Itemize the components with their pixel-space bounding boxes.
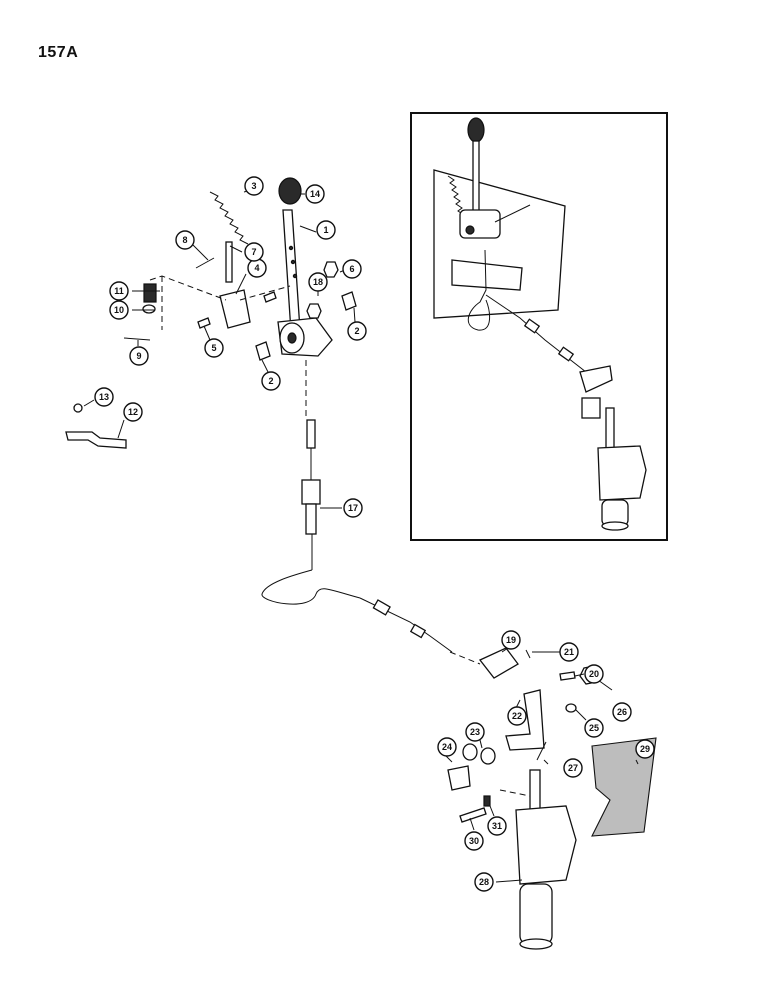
svg-text:19: 19 [506,635,516,645]
callout-23: 23 [465,722,485,742]
exploded-lever-assembly [65,177,357,449]
callout-24: 24 [437,737,457,757]
svg-text:8: 8 [182,235,187,245]
svg-text:12: 12 [128,407,138,417]
svg-text:29: 29 [640,744,650,754]
svg-text:20: 20 [589,669,599,679]
svg-text:9: 9 [136,351,141,361]
callout-28: 28 [474,872,494,892]
svg-text:28: 28 [479,877,489,887]
svg-text:17: 17 [348,503,358,513]
callout-11: 11 [109,281,129,301]
svg-text:5: 5 [211,343,216,353]
svg-text:31: 31 [492,821,502,831]
svg-text:2: 2 [268,376,273,386]
svg-text:7: 7 [251,247,256,257]
assembled-view-inset [410,112,668,541]
callout-2: 2 [347,321,367,341]
svg-text:2: 2 [354,326,359,336]
svg-text:27: 27 [568,763,578,773]
svg-text:23: 23 [470,727,480,737]
callout-26: 26 [612,702,632,722]
callout-4: 4 [247,258,267,278]
callout-3: 3 [244,176,264,196]
callout-12: 12 [123,402,143,422]
callout-29: 29 [635,739,655,759]
leader-lines [83,187,639,883]
callout-7: 7 [244,242,264,262]
svg-text:21: 21 [564,647,574,657]
svg-text:4: 4 [254,263,259,273]
callout-31: 31 [487,816,507,836]
callout-25: 25 [584,718,604,738]
svg-text:30: 30 [469,836,479,846]
callout-2: 2 [261,371,281,391]
callout-10: 10 [109,300,129,320]
svg-text:18: 18 [313,277,323,287]
callout-14: 14 [305,184,325,204]
callout-13: 13 [94,387,114,407]
callout-27: 27 [563,758,583,778]
page-number-title: 157A [38,44,79,61]
exploded-valve-assembly [447,647,657,950]
callout-5: 5 [204,338,224,358]
callout-6: 6 [342,259,362,279]
callout-21: 21 [559,642,579,662]
svg-text:26: 26 [617,707,627,717]
svg-text:14: 14 [310,189,320,199]
callout-20: 20 [584,664,604,684]
svg-text:22: 22 [512,711,522,721]
svg-text:1: 1 [323,225,328,235]
callout-9: 9 [129,346,149,366]
callout-30: 30 [464,831,484,851]
callout-19: 19 [501,630,521,650]
callout-18: 18 [308,272,328,292]
callout-1: 1 [316,220,336,240]
svg-text:24: 24 [442,742,452,752]
callout-17: 17 [343,498,363,518]
svg-text:13: 13 [99,392,109,402]
svg-text:25: 25 [589,723,599,733]
control-cable [261,419,481,665]
svg-text:10: 10 [114,305,124,315]
svg-text:6: 6 [349,264,354,274]
svg-text:11: 11 [114,286,124,296]
svg-text:3: 3 [251,181,256,191]
callout-22: 22 [507,706,527,726]
callout-8: 8 [175,230,195,250]
